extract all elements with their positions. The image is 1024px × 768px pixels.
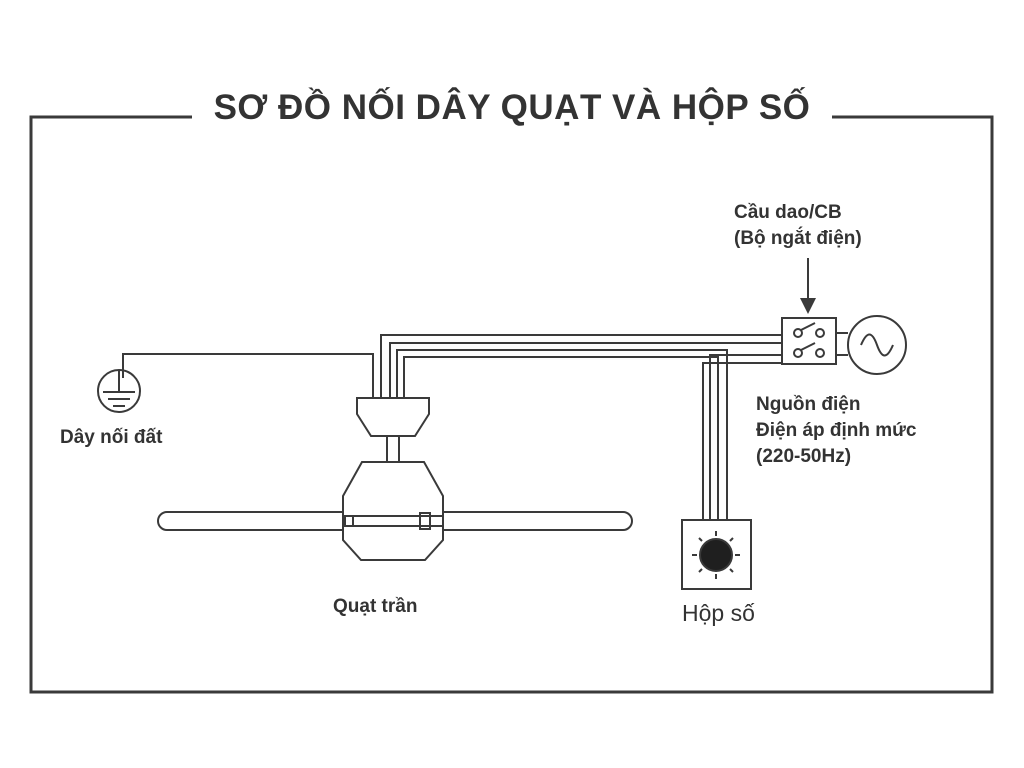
power-source-label-line1: Nguồn điện — [756, 394, 861, 415]
gearbox-knob-icon — [699, 538, 733, 572]
ac-source-icon — [847, 315, 907, 375]
fan-wire-outer — [380, 334, 782, 398]
wires — [122, 332, 848, 520]
ground-wire — [122, 353, 374, 398]
diagram-title-text: SƠ ĐỒ NỐI DÂY QUẠT VÀ HỘP SỐ — [191, 88, 833, 127]
ground-icon — [97, 369, 141, 413]
gearbox-wire-a-inner — [403, 356, 719, 520]
breaker-icon — [781, 317, 837, 365]
breaker-label-line1: Cầu dao/CB — [734, 202, 842, 223]
power-source-label: Nguồn điện Điện áp định mức (220-50Hz) — [756, 392, 917, 470]
ceiling-fan-label: Quạt trần — [333, 596, 418, 617]
fan-motor — [342, 461, 444, 561]
breaker-label: Cầu dao/CB (Bộ ngắt điện) — [734, 200, 862, 252]
breaker-label-line2: (Bộ ngắt điện) — [734, 228, 862, 249]
gearbox-wire-a-outer — [396, 349, 728, 520]
gearbox-label: Hộp số — [682, 600, 755, 626]
fan-canopy — [356, 397, 430, 437]
gearbox-wire-b-outer — [709, 354, 782, 520]
gearbox-wire-b-inner — [702, 362, 782, 520]
power-source-label-line2: Điện áp định mức — [756, 420, 917, 441]
ground-wire-label: Dây nối đất — [60, 427, 163, 448]
gearbox-icon — [681, 519, 752, 590]
fan-wire-inner — [389, 342, 782, 398]
ceiling-fan-icon — [157, 397, 633, 561]
diagram-title: SƠ ĐỒ NỐI DÂY QUẠT VÀ HỘP SỐ — [0, 88, 1024, 128]
power-source-label-line3: (220-50Hz) — [756, 446, 852, 467]
arrow-down-icon — [800, 258, 816, 314]
